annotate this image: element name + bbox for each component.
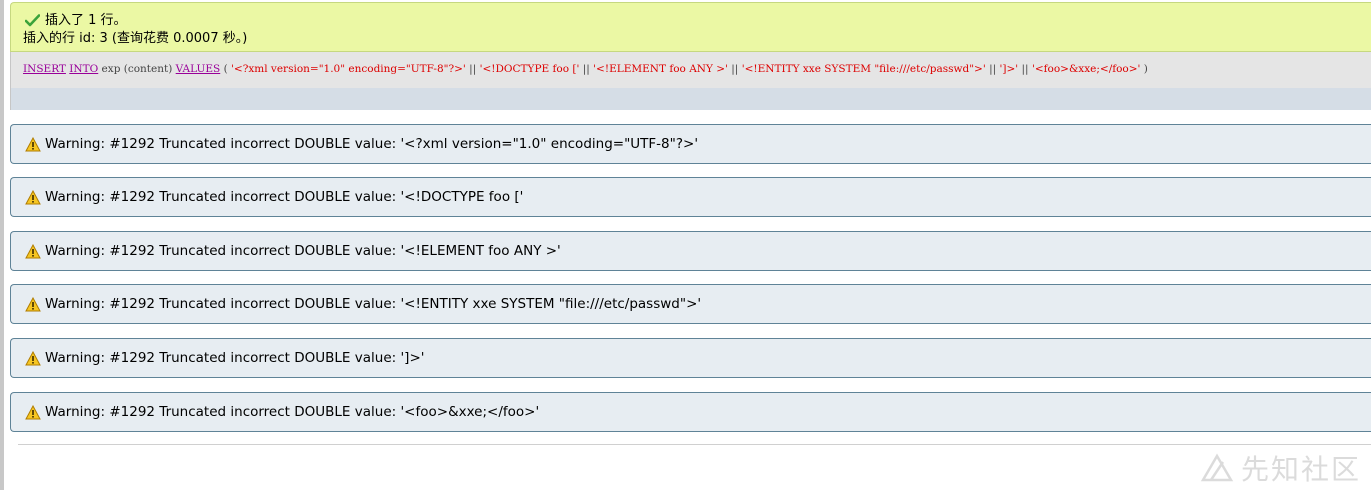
sql-text: || [579,63,594,75]
sql-string-literal: ']>' [999,63,1019,75]
warning-text: Warning: #1292 Truncated incorrect DOUBL… [45,404,540,420]
sql-text: exp (content) [98,63,176,75]
warning-icon [25,296,41,311]
warning-text: Warning: #1292 Truncated incorrect DOUBL… [45,189,524,205]
warning-message: Warning: #1292 Truncated incorrect DOUBL… [10,124,1371,164]
sql-text: || [985,63,1000,75]
sql-keyword: VALUES [175,63,221,75]
warning-text: Warning: #1292 Truncated incorrect DOUBL… [45,243,561,259]
watermark-text: 先知社区 [1240,453,1361,486]
sql-string-literal: '<foo>&xxe;</foo>' [1031,63,1141,75]
divider [18,444,1371,445]
sql-keyword: INTO [69,63,99,75]
warning-message: Warning: #1292 Truncated incorrect DOUBL… [10,392,1371,432]
success-rows-text: 插入了 1 行。 [45,13,127,28]
sql-text: ( [220,63,232,75]
warning-text: Warning: #1292 Truncated incorrect DOUBL… [45,296,702,312]
warning-message: Warning: #1292 Truncated incorrect DOUBL… [10,231,1371,271]
sql-text: || [1018,63,1032,75]
warning-message: Warning: #1292 Truncated incorrect DOUBL… [10,284,1371,324]
sql-text: ) [1140,63,1148,75]
success-insert-id-text: 插入的行 id: 3 (查询花费 0.0007 秒。) [23,31,248,46]
sql-string-literal: '<!ENTITY xxe SYSTEM "file:///etc/passwd… [741,63,986,75]
watermark: 先知社区 [1199,448,1361,488]
sql-query-box: INSERT INTO exp (content) VALUES ( '<?xm… [10,52,1371,110]
check-icon [25,14,40,27]
sql-query-toolbar [11,88,1371,110]
sql-string-literal: '<!DOCTYPE foo [' [479,63,580,75]
warning-message: Warning: #1292 Truncated incorrect DOUBL… [10,338,1371,378]
warning-message: Warning: #1292 Truncated incorrect DOUBL… [10,177,1371,217]
sql-string-literal: '<!ELEMENT foo ANY >' [593,63,728,75]
warning-text: Warning: #1292 Truncated incorrect DOUBL… [45,136,699,152]
watermark-logo-icon [1200,453,1234,482]
sql-text: || [727,63,742,75]
sql-query-text[interactable]: INSERT INTO exp (content) VALUES ( '<?xm… [23,63,1148,75]
warning-text: Warning: #1292 Truncated incorrect DOUBL… [45,350,425,366]
sql-text: || [465,63,480,75]
warning-icon [25,404,41,419]
success-message: 插入了 1 行。 插入的行 id: 3 (查询花费 0.0007 秒。) [10,2,1371,52]
warning-icon [25,243,41,258]
warning-icon [25,136,41,151]
sql-keyword: INSERT [23,63,66,75]
warning-icon [25,189,41,204]
warning-icon [25,350,41,365]
sql-string-literal: '<?xml version="1.0" encoding="UTF-8"?>' [231,63,466,75]
